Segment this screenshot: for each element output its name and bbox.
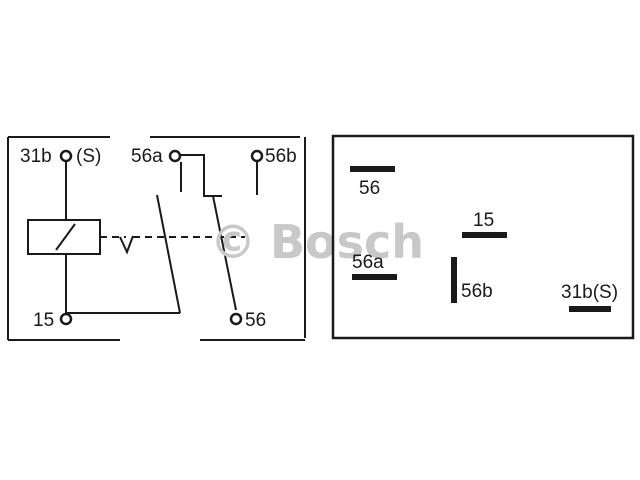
pin-label-56a: 56a <box>352 252 384 273</box>
pin-label-15: 15 <box>473 210 494 231</box>
terminal-node-56 <box>229 312 243 326</box>
pin-labels: 56 15 56a 56b 31b(S) <box>352 178 618 303</box>
pinout-panel: 56 15 56a 56b 31b(S) <box>331 134 635 340</box>
pin-bar-56a <box>352 274 397 280</box>
mechanical-linkage <box>100 235 245 255</box>
contact-arm-1 <box>156 194 181 314</box>
label-56a: 56a <box>131 146 163 167</box>
pin-label-56: 56 <box>359 178 380 199</box>
terminal-node-56b <box>250 149 264 163</box>
coil-circuit <box>27 162 180 314</box>
pin-bar-56b <box>451 257 457 303</box>
pinout-frame <box>331 134 635 340</box>
terminal-node-56a <box>168 149 182 163</box>
contact-arm-2 <box>212 195 237 311</box>
pin-label-31b: 31b(S) <box>561 282 618 303</box>
label-31b: 31b <box>20 146 52 167</box>
schematic-labels: 31b (S) 56a 56b 15 56 <box>20 146 297 331</box>
pin-bar-31b <box>569 306 611 312</box>
label-56b: 56b <box>265 146 297 167</box>
pin-bar-56 <box>350 166 395 172</box>
pin-bars <box>350 166 611 312</box>
linkage-spring <box>119 235 134 255</box>
schematic-panel <box>7 136 306 341</box>
label-56: 56 <box>245 310 266 331</box>
relay-coil <box>27 219 101 255</box>
terminal-node-15 <box>59 312 73 326</box>
terminal-node-31b <box>59 149 73 163</box>
label-31b-suffix: (S) <box>76 146 101 167</box>
coil-diagonal <box>55 223 76 251</box>
watermark: © Bosch <box>210 215 424 269</box>
switch-contacts <box>156 154 258 314</box>
watermark-copyright-symbol: © <box>210 215 256 269</box>
watermark-brand: Bosch <box>270 215 424 269</box>
label-15: 15 <box>33 310 54 331</box>
schematic-frame <box>7 136 306 341</box>
pin-bar-15 <box>462 232 507 238</box>
pin-label-56b: 56b <box>461 281 493 302</box>
terminal-nodes <box>59 149 264 326</box>
